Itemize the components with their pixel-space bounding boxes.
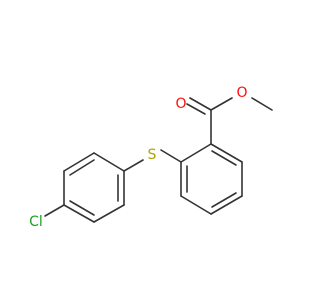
bond (160, 149, 182, 163)
bond (93, 152, 125, 172)
bond (210, 143, 243, 163)
atom-label-chlorine: Cl (29, 214, 43, 230)
bond (189, 97, 212, 111)
bond-layer (44, 97, 273, 223)
bond (186, 103, 206, 115)
bond (123, 159, 144, 172)
atom-label-layer: O O S Cl (29, 85, 247, 230)
bond (180, 143, 212, 163)
atom-label-sulfur: S (148, 147, 157, 163)
bond (180, 195, 212, 215)
bond (251, 97, 273, 111)
bond (63, 152, 95, 172)
bond (211, 192, 237, 208)
bond (69, 159, 95, 176)
bond (211, 150, 237, 166)
bond (210, 97, 233, 111)
atom-label-carbonyl-oxygen: O (175, 96, 186, 112)
bond (69, 200, 95, 216)
bond (44, 204, 65, 217)
molecule-diagram: O O S Cl (29, 85, 273, 230)
bond (63, 204, 95, 223)
bond (93, 204, 125, 223)
atom-label-ester-oxygen: O (236, 85, 247, 101)
bond (210, 195, 243, 215)
